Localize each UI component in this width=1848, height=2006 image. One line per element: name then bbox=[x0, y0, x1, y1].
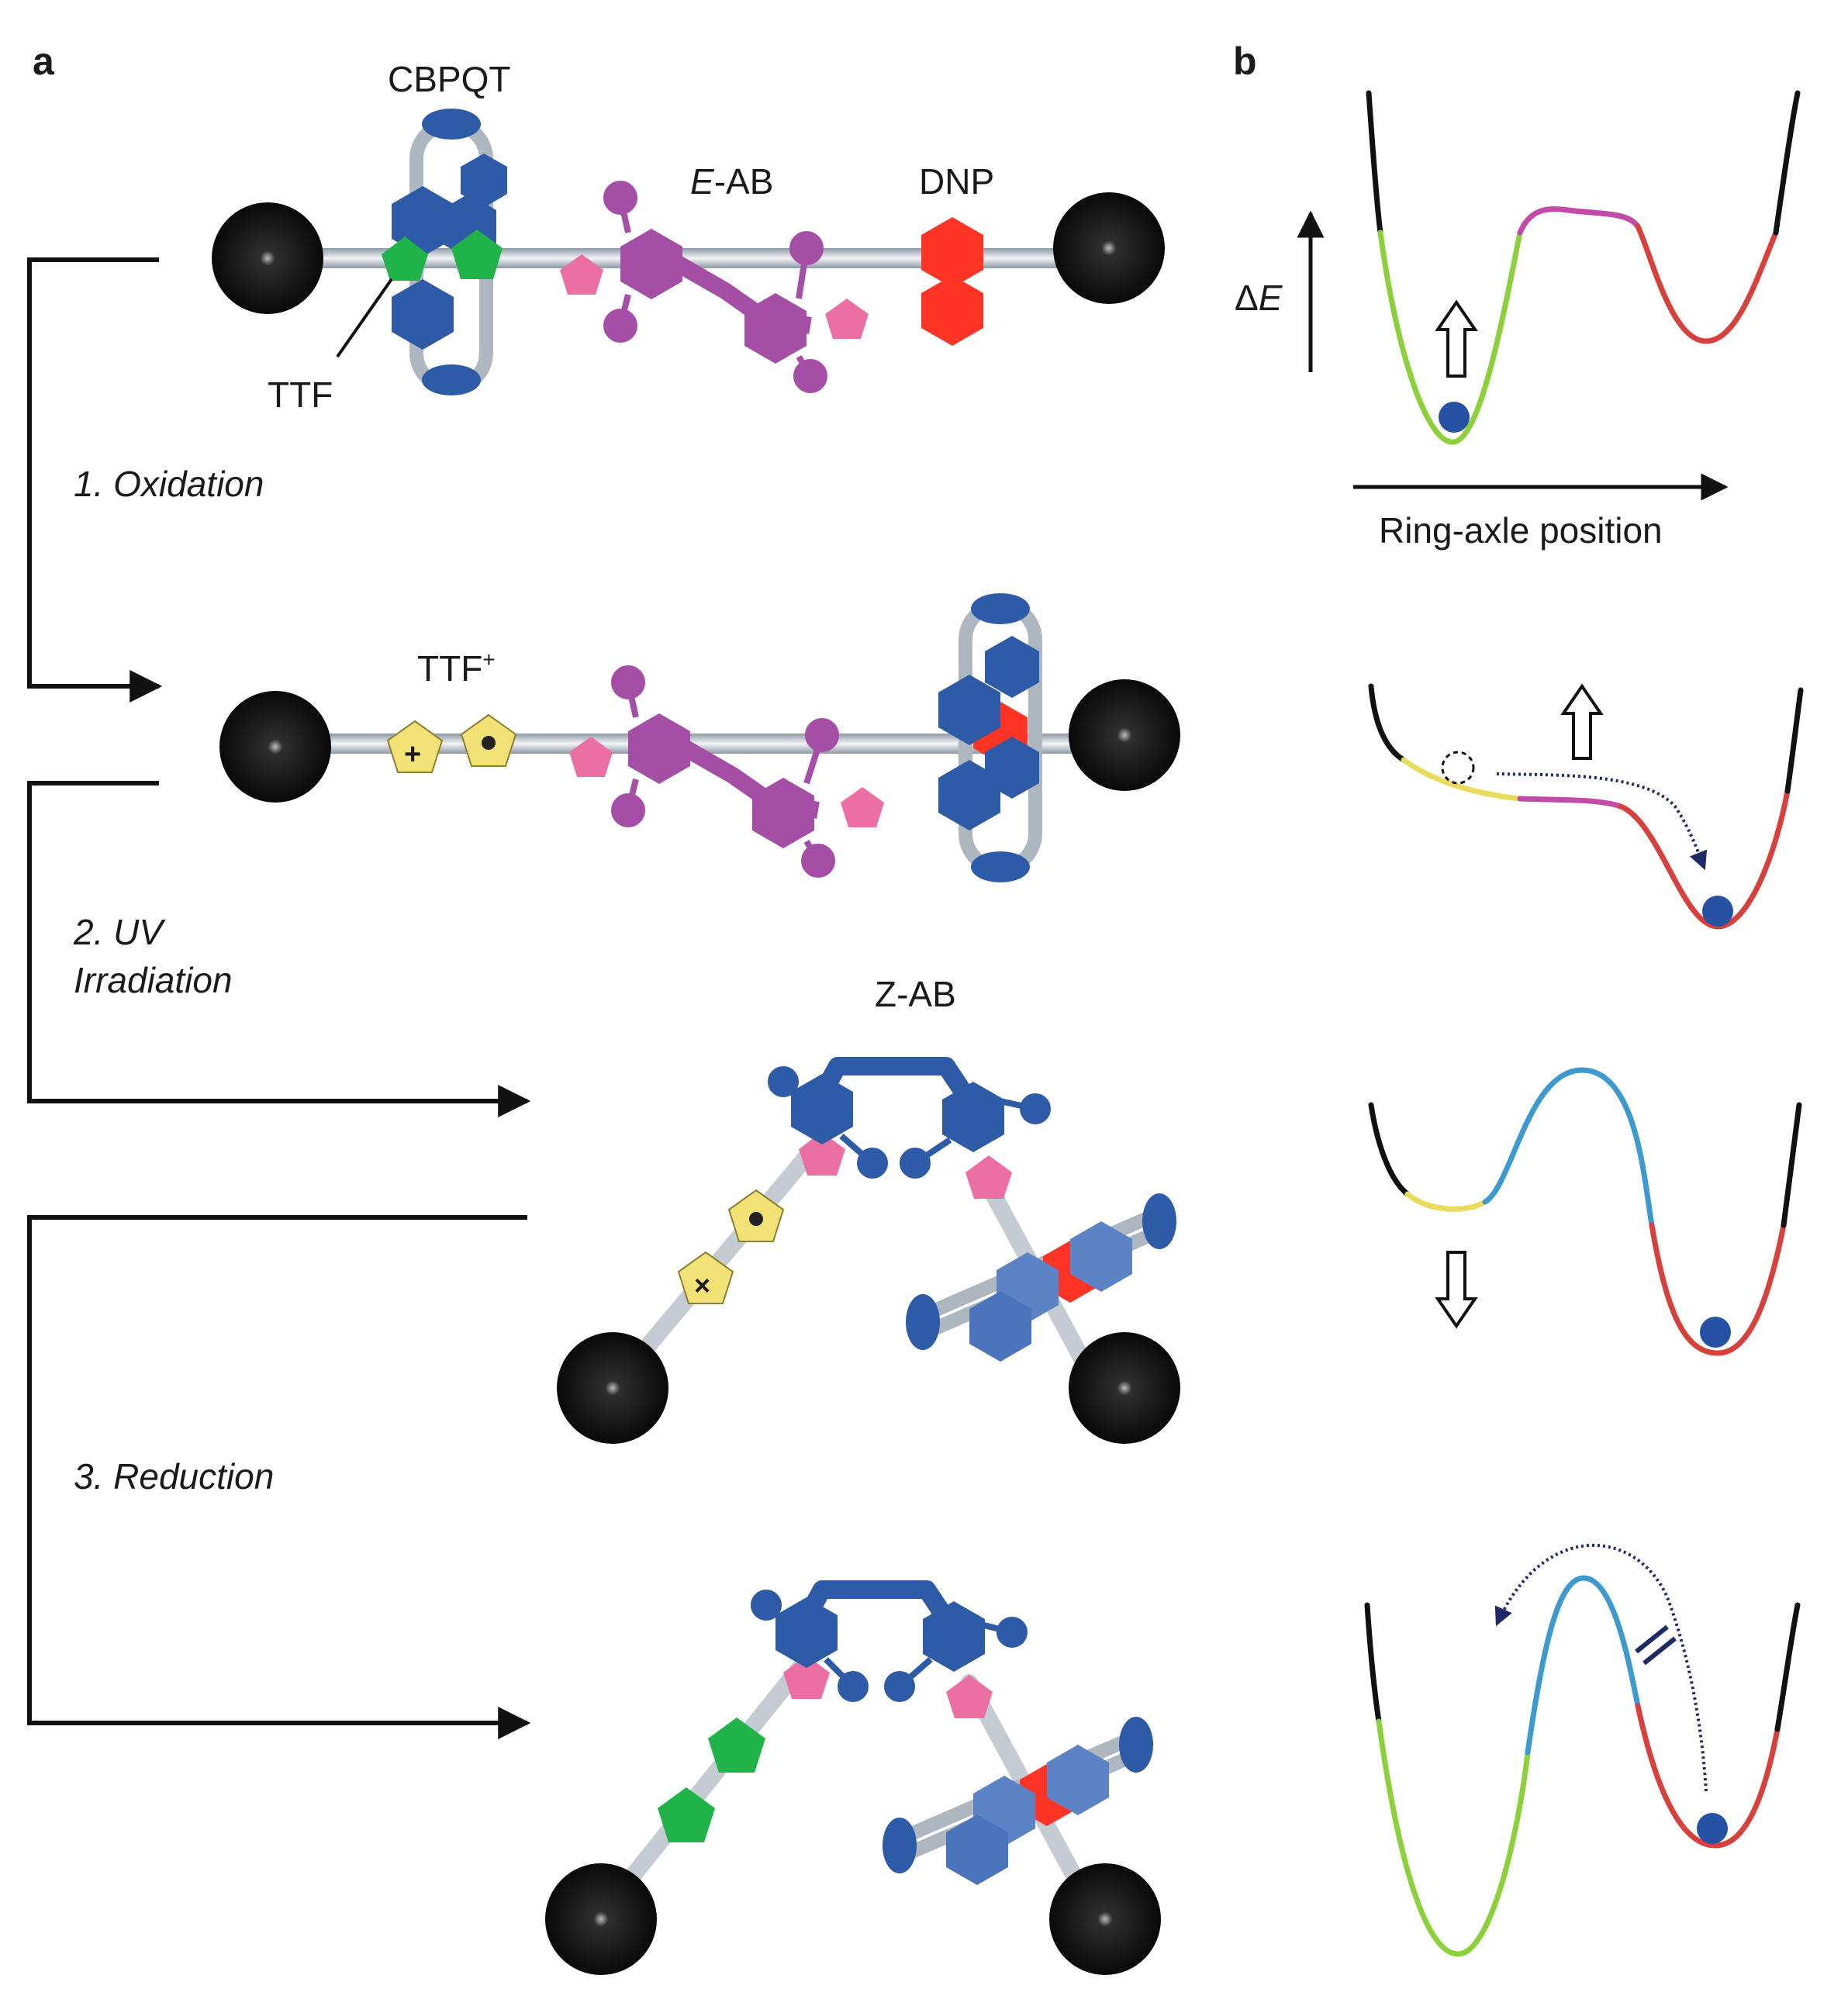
cbpqt-ring-cap-bottom bbox=[422, 364, 481, 395]
reduction-bracket bbox=[27, 1215, 531, 1739]
label-dnp: DNP bbox=[919, 161, 994, 202]
energy-profile-3 bbox=[1368, 1067, 1802, 1356]
z-azobenzene-hexagon bbox=[775, 1597, 838, 1668]
stopper-left bbox=[212, 202, 323, 314]
step-oxidation: 1. Oxidation bbox=[74, 464, 264, 504]
energy-ball-previous bbox=[1441, 751, 1475, 785]
cbpqt-ring-rotated bbox=[906, 1193, 1176, 1362]
ttf-pentagon bbox=[451, 230, 503, 279]
energy-profile-1 bbox=[1366, 90, 1801, 445]
cbpqt-hexagon bbox=[1070, 1221, 1132, 1292]
label-cbpqt: CBPQT bbox=[388, 59, 510, 99]
up-arrow-outline bbox=[1435, 299, 1478, 378]
ttf-pentagon bbox=[708, 1718, 765, 1773]
stopper-right bbox=[1069, 1332, 1180, 1444]
azobenzene-hexagon bbox=[752, 778, 814, 848]
dnp-hexagon bbox=[921, 275, 983, 346]
cbpqt-hexagon bbox=[938, 675, 1000, 745]
stopper-right bbox=[1069, 679, 1180, 791]
cbpqt-hexagon bbox=[969, 1291, 1031, 1362]
panel-label-a: a bbox=[33, 40, 55, 83]
step-uv-line1: 2. UV bbox=[73, 912, 166, 952]
molecule-z-oxidized: × bbox=[557, 1057, 1180, 1444]
flow-arrows bbox=[27, 257, 531, 1739]
cbpqt-ring-cap-top bbox=[971, 593, 1030, 624]
z-azobenzene-hexagon bbox=[791, 1074, 853, 1145]
cbpqt-hexagon bbox=[985, 636, 1039, 698]
label-ttf-oxidized: TTF+ bbox=[417, 647, 496, 689]
z-azobenzene-hexagon bbox=[923, 1601, 985, 1672]
azobenzene-hexagon bbox=[620, 229, 682, 299]
step-uv-line2: Irradiation bbox=[74, 960, 233, 1000]
energy-profile-4 bbox=[1364, 1575, 1801, 1957]
down-arrow-outline bbox=[1435, 1251, 1478, 1329]
energy-ball bbox=[1702, 896, 1733, 927]
molecule-initial bbox=[212, 109, 1165, 395]
label-e-ab: E-AB bbox=[690, 161, 773, 202]
ttf-radical-times: × bbox=[694, 1269, 710, 1301]
azobenzene-hexagon bbox=[628, 713, 690, 784]
spacer-pentagon bbox=[965, 1155, 1012, 1199]
spacer-pentagon bbox=[946, 1675, 993, 1718]
up-arrow-outline bbox=[1560, 683, 1604, 760]
blocked-symbol bbox=[1635, 1624, 1677, 1666]
azobenzene-hexagon bbox=[744, 293, 807, 364]
label-ttf: TTF bbox=[268, 375, 333, 415]
spacer-pentagon bbox=[799, 1132, 845, 1176]
spacer-pentagon bbox=[783, 1656, 830, 1699]
oxidation-bracket bbox=[27, 257, 163, 703]
cbpqt-ring-rotated bbox=[883, 1717, 1153, 1885]
ttf-radical-plus: + bbox=[404, 738, 421, 771]
cbpqt-ring-cap-top bbox=[422, 109, 481, 140]
cbpqt-ring-cap-bottom bbox=[971, 851, 1030, 882]
z-azobenzene-hexagon bbox=[942, 1082, 1004, 1152]
spacer-pentagon bbox=[569, 737, 613, 777]
azobenzene-methyl-groups bbox=[611, 665, 839, 878]
stopper-left bbox=[219, 691, 331, 803]
energy-axis-label: ΔE bbox=[1235, 278, 1283, 318]
z-azobenzene-methyl-groups bbox=[768, 1066, 1051, 1179]
energy-ball bbox=[1697, 1813, 1728, 1844]
energy-ball bbox=[1700, 1317, 1731, 1348]
stopper-left bbox=[545, 1863, 657, 1975]
energy-ball bbox=[1439, 402, 1470, 433]
cbpqt-hexagon bbox=[392, 279, 454, 350]
ball-trajectory-arrow bbox=[1496, 772, 1708, 871]
azobenzene-methyl-groups bbox=[603, 181, 827, 393]
molecule-z-reduced bbox=[545, 1580, 1161, 1975]
molecule-oxidized: + bbox=[219, 593, 1180, 882]
blocked-return-arrow bbox=[1494, 1544, 1708, 1792]
cbpqt-hexagon bbox=[985, 737, 1039, 799]
step-reduction: 3. Reduction bbox=[74, 1456, 274, 1497]
position-axis-label: Ring-axle position bbox=[1379, 510, 1663, 551]
ttf-pentagon bbox=[658, 1787, 715, 1842]
stopper-left bbox=[557, 1332, 668, 1444]
stopper-right bbox=[1049, 1863, 1161, 1975]
spacer-pentagon bbox=[560, 254, 603, 295]
ttf-radical-dot bbox=[749, 1212, 763, 1226]
ttf-oxidized-pentagon bbox=[677, 1251, 734, 1304]
cbpqt-hexagon bbox=[461, 154, 507, 208]
z-azobenzene-methyl-groups bbox=[751, 1590, 1028, 1702]
ttf-radical-dot bbox=[482, 736, 496, 750]
ttf-oxidized-pentagon bbox=[386, 720, 444, 773]
dnp-hexagon bbox=[921, 217, 983, 288]
ttf-pentagon bbox=[382, 237, 428, 281]
spacer-pentagon bbox=[841, 787, 884, 827]
ttf-pointer-line bbox=[336, 278, 393, 358]
panel-label-b: b bbox=[1233, 40, 1257, 83]
spacer-pentagon bbox=[825, 299, 869, 339]
stopper-right bbox=[1053, 192, 1165, 304]
cbpqt-hexagon bbox=[946, 1814, 1008, 1885]
cbpqt-hexagon bbox=[1047, 1745, 1109, 1815]
uv-bracket bbox=[27, 781, 531, 1117]
axle-rod bbox=[592, 1651, 815, 1924]
label-z-ab: Z-AB bbox=[875, 974, 956, 1014]
